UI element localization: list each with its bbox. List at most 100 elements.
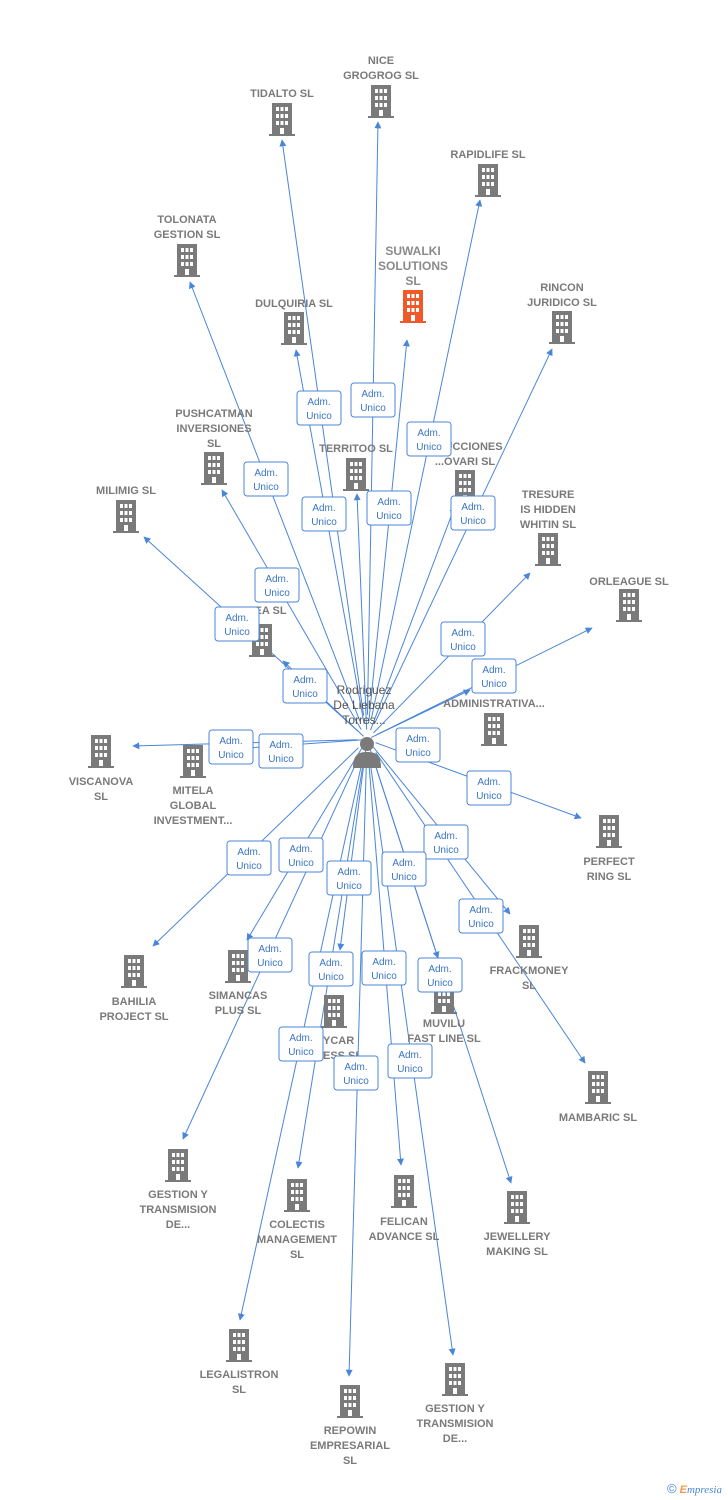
relation-box-nea[interactable]: Adm.Unico xyxy=(282,668,328,704)
building-icon[interactable] xyxy=(516,925,542,958)
building-icon[interactable] xyxy=(368,85,394,118)
company-label-dulquiria[interactable]: DULQUIRIA SL xyxy=(255,298,333,310)
building-icon[interactable] xyxy=(174,244,200,277)
relation-box-felican[interactable]: Adm.Unico xyxy=(361,950,407,986)
relation-label-line: Unico xyxy=(288,858,314,869)
building-icon[interactable] xyxy=(596,815,622,848)
relation-label-line: Adm. xyxy=(265,574,288,585)
building-icon[interactable] xyxy=(88,735,114,768)
relation-box-frackmoney[interactable]: Adm.Unico xyxy=(423,824,469,860)
relation-box-simancas[interactable]: Adm.Unico xyxy=(278,837,324,873)
relation-box-rapidlife[interactable]: Adm.Unico xyxy=(406,421,452,457)
building-icon[interactable] xyxy=(201,452,227,485)
relation-box-construcciones[interactable]: Adm.Unico xyxy=(366,490,412,526)
footer-brand[interactable]: © Empresia xyxy=(667,1481,722,1496)
relation-box-bahilia[interactable]: Adm.Unico xyxy=(226,840,272,876)
relation-label-line: Unico xyxy=(224,627,250,638)
building-icon[interactable] xyxy=(475,164,501,197)
building-icon[interactable] xyxy=(226,1329,252,1362)
building-icon[interactable] xyxy=(442,1363,468,1396)
building-icon[interactable] xyxy=(535,533,561,566)
building-icon[interactable] xyxy=(225,950,251,983)
company-label-rapidlife[interactable]: RAPIDLIFE SL xyxy=(450,149,525,161)
relation-label-line: Unico xyxy=(405,748,431,759)
company-label-tidalto[interactable]: TIDALTO SL xyxy=(250,88,314,100)
relation-box-dulquiria[interactable]: Adm.Unico xyxy=(296,390,342,426)
relation-box-milimig[interactable]: Adm.Unico xyxy=(214,606,260,642)
relation-box-muvilu[interactable]: Adm.Unico xyxy=(381,851,427,887)
building-icon[interactable] xyxy=(180,745,206,778)
edge-rincon xyxy=(373,348,553,725)
relation-label-line: Adm. xyxy=(344,1062,367,1073)
relation-box-mitela[interactable]: Adm.Unico xyxy=(258,733,304,769)
relation-label-line: Adm. xyxy=(319,958,342,969)
relation-box-legalistron[interactable]: Adm.Unico xyxy=(278,1026,324,1062)
company-label-mambaric[interactable]: MAMBARIC SL xyxy=(559,1112,637,1124)
relation-box-repowin[interactable]: Adm.Unico xyxy=(333,1055,379,1091)
relation-box-gestion1[interactable]: Adm.Unico xyxy=(247,937,293,973)
building-icon[interactable] xyxy=(616,589,642,622)
relation-box-jewellery[interactable]: Adm.Unico xyxy=(417,957,463,993)
relation-box-ycar[interactable]: Adm.Unico xyxy=(326,860,372,896)
relation-label-line: Adm. xyxy=(312,503,335,514)
relation-label-line: Unico xyxy=(427,978,453,989)
relation-box-tresure[interactable]: Adm.Unico xyxy=(440,621,486,657)
building-icon[interactable] xyxy=(165,1149,191,1182)
relation-box-gestion2[interactable]: Adm.Unico xyxy=(387,1043,433,1079)
relation-box-pushcatman[interactable]: Adm.Unico xyxy=(254,567,300,603)
building-icon[interactable] xyxy=(284,1179,310,1212)
relation-label-line: Unico xyxy=(292,689,318,700)
relation-box-orleague[interactable]: Adm.Unico xyxy=(471,658,517,694)
building-icon[interactable] xyxy=(391,1175,417,1208)
company-label-milimig[interactable]: MILIMIG SL xyxy=(96,485,156,497)
building-icon[interactable] xyxy=(337,1385,363,1418)
building-icon[interactable] xyxy=(113,500,139,533)
person-icon[interactable] xyxy=(353,737,381,768)
building-icon[interactable] xyxy=(400,290,426,323)
building-icon[interactable] xyxy=(504,1191,530,1224)
building-icon[interactable] xyxy=(269,103,295,136)
relation-label-line: Adm. xyxy=(477,777,500,788)
relation-box-perfect[interactable]: Adm.Unico xyxy=(466,770,512,806)
building-icon[interactable] xyxy=(343,458,369,491)
building-icon[interactable] xyxy=(121,955,147,988)
building-icon[interactable] xyxy=(281,312,307,345)
building-icon[interactable] xyxy=(481,713,507,746)
relation-box-territoo[interactable]: Adm.Unico xyxy=(301,496,347,532)
relation-box-viscanova[interactable]: Adm.Unico xyxy=(208,729,254,765)
relation-box-nice[interactable]: Adm.Unico xyxy=(350,382,396,418)
relation-box-mambaric[interactable]: Adm.Unico xyxy=(458,898,504,934)
building-icon[interactable] xyxy=(585,1071,611,1104)
building-icon[interactable] xyxy=(321,995,347,1028)
relation-box-gestora[interactable]: Adm.Unico xyxy=(395,727,441,763)
brand-name: mpresia xyxy=(686,1484,722,1496)
relation-box-colectis[interactable]: Adm.Unico xyxy=(308,951,354,987)
company-label-orleague[interactable]: ORLEAGUE SL xyxy=(589,576,669,588)
relation-box-tolonata[interactable]: Adm.Unico xyxy=(243,461,289,497)
company-label-territoo[interactable]: TERRITOO SL xyxy=(319,443,393,455)
building-icon[interactable] xyxy=(549,311,575,344)
relation-box-rincon[interactable]: Adm.Unico xyxy=(450,495,496,531)
relation-label-line: Unico xyxy=(288,1047,314,1058)
